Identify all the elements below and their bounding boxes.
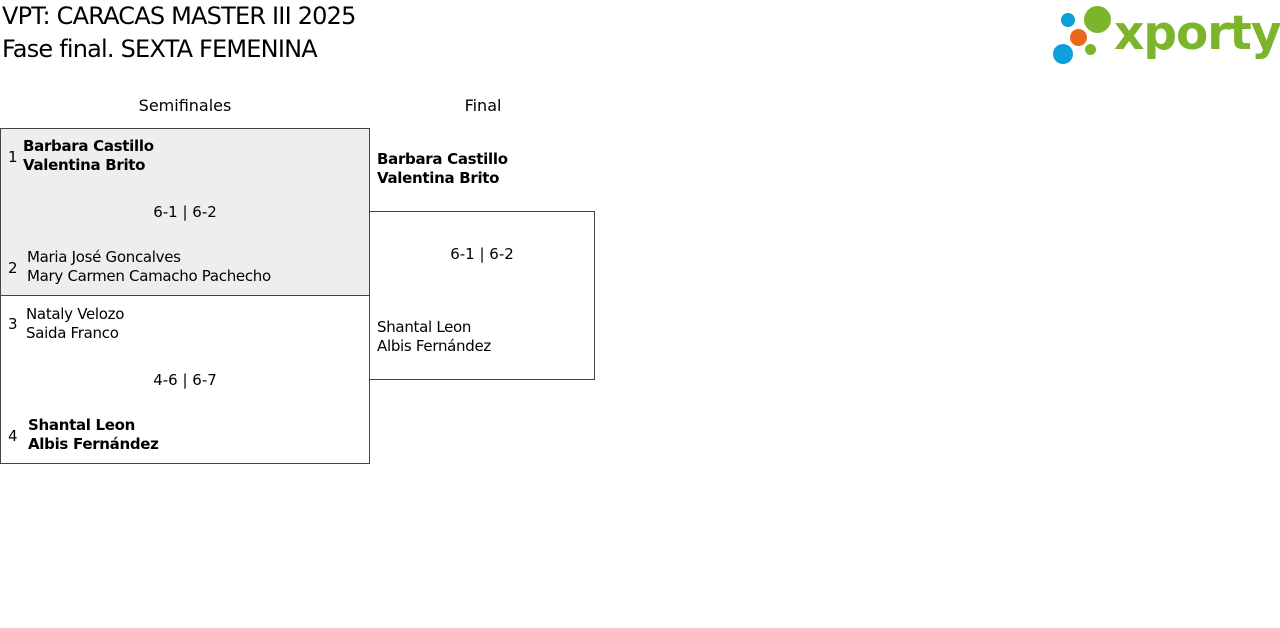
match-score: 6-1 | 6-2 — [153, 203, 217, 221]
tournament-title: VPT: CARACAS MASTER III 2025 — [2, 2, 356, 30]
player-name: Valentina Brito — [377, 169, 500, 187]
player-name: Shantal Leon — [377, 318, 472, 336]
player-name: Valentina Brito — [23, 156, 146, 174]
seed-number: 3 — [8, 315, 18, 333]
team-top: Nataly Velozo Saida Franco — [26, 305, 124, 343]
round-heading-final: Final — [464, 96, 502, 115]
logo-dot-green-small — [1085, 44, 1096, 55]
team-bottom: Shantal Leon Albis Fernández — [28, 416, 159, 454]
semifinal-match-1[interactable]: 1 Barbara Castillo Valentina Brito 6-1 |… — [0, 128, 370, 296]
semifinal-match-2[interactable]: 3 Nataly Velozo Saida Franco 4-6 | 6-7 4… — [0, 295, 370, 464]
final-team-bottom: Shantal Leon Albis Fernández — [377, 318, 491, 356]
logo-dot-green — [1084, 6, 1111, 33]
round-heading-semifinal: Semifinales — [138, 96, 232, 115]
seed-number: 2 — [8, 259, 18, 277]
player-name: Mary Carmen Camacho Pachecho — [27, 267, 271, 285]
logo-dot-blue-large — [1053, 44, 1073, 64]
seed-number: 1 — [8, 148, 18, 166]
player-name: Nataly Velozo — [26, 305, 125, 323]
logo-dot-blue-small — [1061, 13, 1075, 27]
player-name: Albis Fernández — [377, 337, 491, 355]
phase-subtitle: Fase final. SEXTA FEMENINA — [2, 35, 318, 63]
final-team-top: Barbara Castillo Valentina Brito — [377, 150, 508, 188]
team-top: Barbara Castillo Valentina Brito — [23, 137, 154, 175]
player-name: Barbara Castillo — [23, 137, 154, 155]
seed-number: 4 — [8, 427, 18, 445]
player-name: Barbara Castillo — [377, 150, 508, 168]
player-name: Saida Franco — [26, 324, 119, 342]
logo-dot-orange — [1070, 29, 1087, 46]
team-bottom: Maria José Goncalves Mary Carmen Camacho… — [27, 248, 271, 286]
logo-wordmark: xporty — [1114, 6, 1280, 61]
player-name: Shantal Leon — [28, 416, 136, 434]
final-match[interactable]: 6-1 | 6-2 Shantal Leon Albis Fernández — [369, 211, 595, 380]
match-score: 4-6 | 6-7 — [153, 371, 217, 389]
xporty-logo[interactable]: xporty — [1050, 4, 1280, 68]
player-name: Albis Fernández — [28, 435, 159, 453]
player-name: Maria José Goncalves — [27, 248, 181, 266]
match-score: 6-1 | 6-2 — [450, 245, 514, 263]
